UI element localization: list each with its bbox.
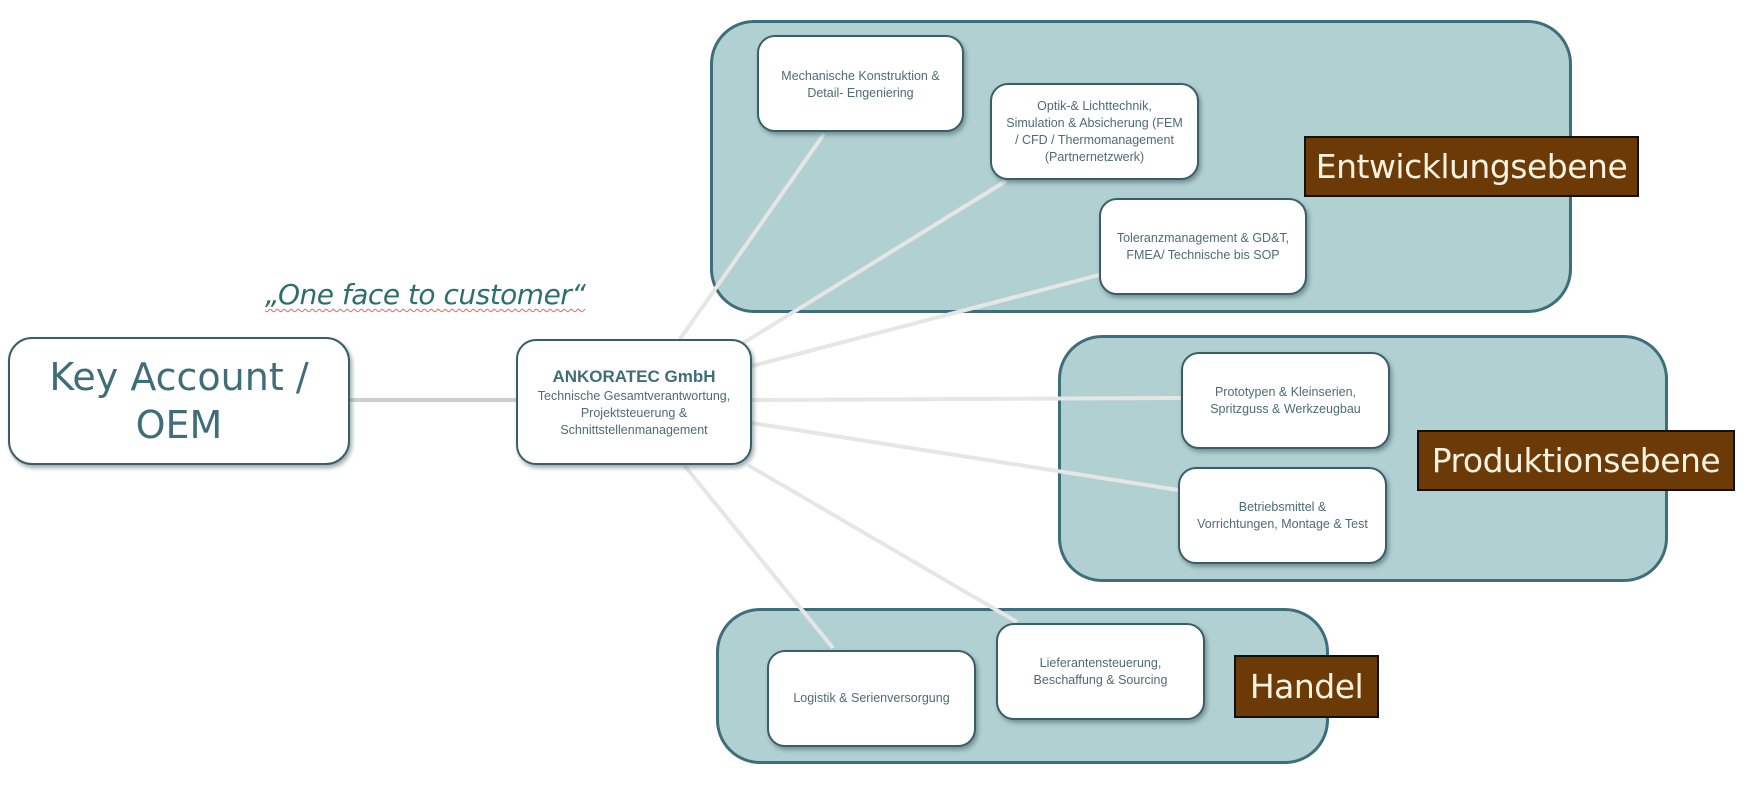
link-hub-toleranz	[751, 273, 1100, 368]
tagline: „One face to customer“	[265, 278, 586, 311]
node-text: Optik-& Lichttechnik, Simulation & Absic…	[1006, 98, 1183, 164]
label-handel: Handel	[1234, 655, 1379, 718]
node-mechanische-konstruktion[interactable]: Mechanische Konstruktion & Detail- Engen…	[757, 35, 964, 132]
hub-subtitle: Technische Gesamtverantwortung, Projekts…	[537, 388, 731, 437]
link-hub-mechanik	[678, 132, 826, 341]
link-hub-prototypen	[751, 396, 1182, 402]
link-hub-logistik	[682, 463, 835, 650]
node-prototypen[interactable]: Prototypen & Kleinserien, Spritzguss & W…	[1181, 352, 1390, 449]
node-text: Betriebsmittel & Vorrichtungen, Montage …	[1197, 499, 1368, 531]
link-hub-lieferanten	[746, 463, 1019, 624]
key-account-node[interactable]: Key Account / OEM	[8, 337, 350, 465]
node-text: Prototypen & Kleinserien, Spritzguss & W…	[1210, 384, 1361, 416]
node-text: Toleranzmanagement & GD&T, FMEA/ Technis…	[1116, 230, 1290, 262]
ankoratec-hub-node[interactable]: ANKORATEC GmbH Technische Gesamtverantwo…	[516, 339, 752, 465]
node-toleranzmanagement[interactable]: Toleranzmanagement & GD&T, FMEA/ Technis…	[1099, 198, 1307, 295]
hub-title: ANKORATEC GmbH	[552, 366, 716, 386]
label-produktionsebene: Produktionsebene	[1417, 430, 1735, 491]
node-text: Logistik & Serienversorgung	[793, 691, 950, 705]
label-entwicklungsebene: Entwicklungsebene	[1304, 136, 1639, 197]
node-text: Mechanische Konstruktion & Detail- Engen…	[781, 69, 940, 100]
node-optik-lichttechnik[interactable]: Optik-& Lichttechnik, Simulation & Absic…	[990, 83, 1199, 180]
node-lieferantensteuerung[interactable]: Lieferantensteuerung, Beschaffung & Sour…	[996, 623, 1205, 720]
link-hub-optik	[738, 179, 1008, 347]
key-account-label: Key Account / OEM	[49, 355, 309, 447]
link-hub-betriebsmittel	[751, 421, 1179, 492]
node-betriebsmittel[interactable]: Betriebsmittel & Vorrichtungen, Montage …	[1178, 467, 1387, 564]
node-text: Lieferantensteuerung, Beschaffung & Sour…	[1033, 655, 1168, 687]
node-logistik[interactable]: Logistik & Serienversorgung	[767, 650, 976, 747]
